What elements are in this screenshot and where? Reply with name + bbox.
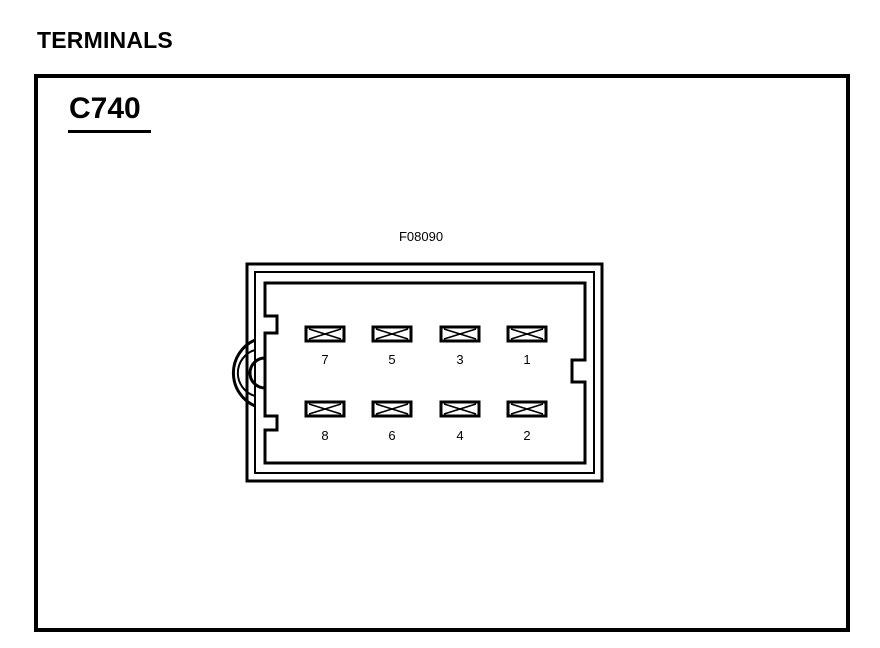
part-number: F08090	[399, 229, 443, 244]
page-title: TERMINALS	[37, 27, 173, 53]
connector-id-underline	[68, 130, 151, 133]
pin-label: 8	[321, 428, 328, 443]
pin-label: 4	[456, 428, 463, 443]
terminal-cavity-icon	[304, 400, 346, 418]
connector-id: C740	[69, 92, 141, 125]
pin-label: 1	[523, 352, 530, 367]
latch-inner-arc	[248, 356, 266, 390]
latch-mid-arc	[236, 349, 256, 397]
diagram-frame	[34, 74, 850, 632]
terminal-cavity-icon	[439, 325, 481, 343]
connector-cavity-outline	[263, 281, 587, 465]
terminal-cavity-icon	[439, 400, 481, 418]
pin-label: 3	[456, 352, 463, 367]
terminal-cavity-icon	[304, 325, 346, 343]
pin-label: 2	[523, 428, 530, 443]
pin-label: 6	[388, 428, 395, 443]
pin-row-bottom: 8 6 4 2	[304, 400, 548, 443]
pin-label: 5	[388, 352, 395, 367]
terminal-cavity-icon	[371, 325, 413, 343]
connector-shell-inner-edge	[254, 271, 595, 474]
terminal-cavity-icon	[506, 400, 548, 418]
connector-outer-shell	[245, 262, 604, 483]
terminal-cavity-icon	[506, 325, 548, 343]
terminal-cavity-icon	[371, 400, 413, 418]
pin-label: 7	[321, 352, 328, 367]
latch-outer-arc	[231, 338, 256, 408]
pin-row-top: 7 5 3 1	[304, 325, 548, 367]
